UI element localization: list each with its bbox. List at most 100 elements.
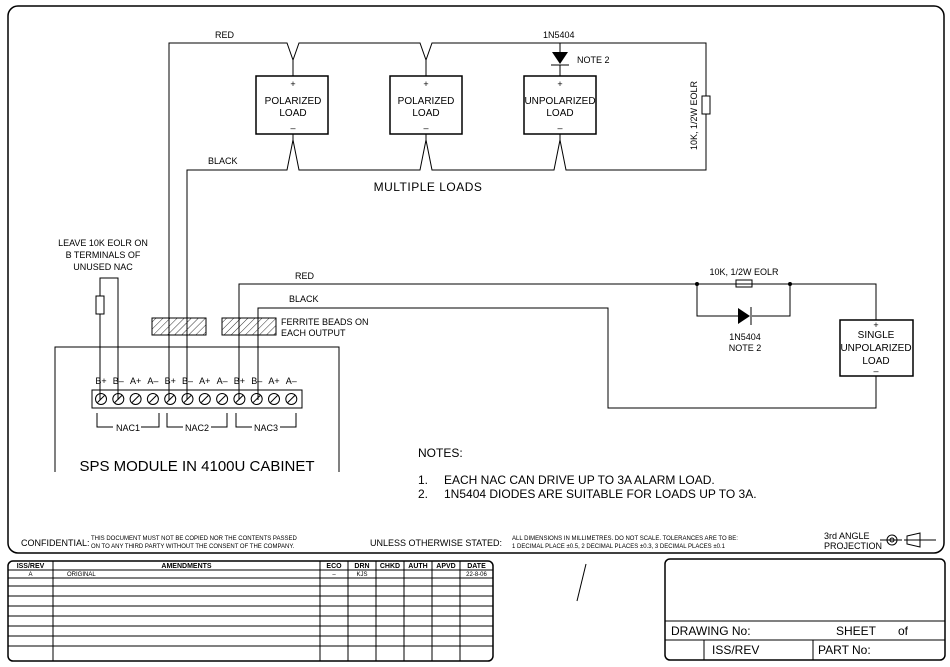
amendments-header-cell: DRN <box>354 563 369 570</box>
load3-line2: LOAD <box>546 108 573 119</box>
nac1-label: NAC1 <box>116 423 140 433</box>
top-eolr-resistor <box>701 95 711 115</box>
confidential-line2: ON TO ANY THIRD PARTY WITHOUT THE CONSEN… <box>91 544 295 550</box>
confidential-label: CONFIDENTIAL: <box>21 538 90 548</box>
module-title: SPS MODULE IN 4100U CABINET <box>79 458 314 475</box>
amendments-cell: – <box>332 572 336 578</box>
terminal-screw-icon <box>112 393 125 405</box>
terminal-screw-icon <box>268 393 280 405</box>
multiple-loads-caption: MULTIPLE LOADS <box>374 180 483 194</box>
part-no-label: PART No: <box>818 643 871 657</box>
load1-minus: – <box>290 123 295 133</box>
load1-line1: POLARIZED <box>265 96 322 107</box>
iss-rev-label: ISS/REV <box>712 643 759 657</box>
terminal-label: A– <box>147 376 158 386</box>
terminal-label: B– <box>251 376 262 386</box>
amendments-header-cell: APVD <box>436 563 455 570</box>
terminal-label: B+ <box>165 376 176 386</box>
load2-minus: – <box>423 123 428 133</box>
title-block-frame <box>664 558 946 661</box>
bottom-note-label: NOTE 2 <box>729 343 762 353</box>
of-label: of <box>898 624 909 638</box>
ferrite-note-line1: FERRITE BEADS ON <box>281 317 369 327</box>
load1-line2: LOAD <box>279 108 306 119</box>
top-diode-label: 1N5404 <box>543 30 575 40</box>
unused-nac-note: LEAVE 10K EOLR ON B TERMINALS OF UNUSED … <box>58 238 148 400</box>
amendments-cell: A <box>28 572 32 578</box>
single-load-plus: + <box>873 320 878 330</box>
load3-plus: + <box>557 79 562 89</box>
leave-note-line1: LEAVE 10K EOLR ON <box>58 238 148 248</box>
bottom-red-wire <box>238 283 877 400</box>
drawing-no-label: DRAWING No: <box>671 624 751 638</box>
terminal-screw-icon <box>146 393 159 405</box>
amendments-header-cell: CHKD <box>380 563 400 570</box>
load2-line1: POLARIZED <box>398 96 455 107</box>
bottom-diode-icon <box>738 308 750 324</box>
top-note-label: NOTE 2 <box>577 55 610 65</box>
top-eolr-label: 10K, 1/2W EOLR <box>689 80 699 150</box>
notes-heading: NOTES: <box>418 446 463 460</box>
terminal-screw-icon <box>233 393 246 405</box>
load1-plus: + <box>290 79 295 89</box>
terminal-strip <box>91 389 303 409</box>
amendments-frame <box>7 560 494 662</box>
ferrite-beads: FERRITE BEADS ON EACH OUTPUT <box>151 317 369 338</box>
dims-line1: ALL DIMENSIONS IN MILLIMETRES. DO NOT SC… <box>512 536 738 542</box>
terminal-label: A– <box>286 376 297 386</box>
amendments-header-cell: AUTH <box>408 563 427 570</box>
drawing-frame <box>7 5 945 554</box>
terminal-label: B+ <box>234 376 245 386</box>
nac3-label: NAC3 <box>254 423 278 433</box>
note1-text: EACH NAC CAN DRIVE UP TO 3A ALARM LOAD. <box>444 473 715 487</box>
terminal-label: A+ <box>130 376 141 386</box>
ferrite-bead-1 <box>151 317 207 336</box>
title-block: DRAWING No: SHEET of ISS/REV PART No: <box>664 558 946 661</box>
load2-plus: + <box>423 79 428 89</box>
terminal-screw-icon <box>285 393 298 405</box>
nac1-label-bg <box>113 422 141 432</box>
terminal-screw-icon <box>250 393 263 405</box>
module-outline <box>54 346 340 472</box>
projection-line2: PROJECTION <box>824 541 882 551</box>
load2-line2: LOAD <box>412 108 439 119</box>
top-red-wire <box>168 42 707 400</box>
unless-label: UNLESS OTHERWISE STATED: <box>370 538 502 548</box>
bottom-black-label: BLACK <box>289 294 319 304</box>
third-angle-projection-icon <box>880 532 936 548</box>
top-black-label: BLACK <box>208 156 238 166</box>
single-load-line2: UNPOLARIZED <box>840 343 911 354</box>
confidential-line1: THIS DOCUMENT MUST NOT BE COPIED NOR THE… <box>91 536 297 542</box>
single-load-line3: LOAD <box>862 356 889 367</box>
terminal-label: B+ <box>95 376 106 386</box>
bottom-eolr-resistor <box>735 279 753 288</box>
terminal-label: A+ <box>199 376 210 386</box>
bottom-diode-label: 1N5404 <box>729 332 761 342</box>
terminal-screw-icon <box>164 393 177 405</box>
note1-num: 1. <box>418 473 428 487</box>
bottom-black-wire <box>257 307 877 409</box>
top-black-wire <box>186 114 707 400</box>
terminal-labels: B+B–A+A–B+B–A+A–B+B–A+A– <box>95 376 296 386</box>
amendments-header-cell: ECO <box>326 563 342 570</box>
leave-note-line2: B TERMINALS OF <box>66 250 141 260</box>
top-diode-icon <box>552 52 568 64</box>
amendments-grid <box>8 561 493 661</box>
leave-note-line3: UNUSED NAC <box>73 262 133 272</box>
amendments-cell: KJS <box>356 572 367 578</box>
terminal-screw-icon <box>129 393 142 405</box>
amendments-cell: ORIGINAL <box>67 572 96 578</box>
terminal-label: B– <box>113 376 124 386</box>
terminal-label: A– <box>217 376 228 386</box>
single-load-box <box>839 319 914 377</box>
note2-num: 2. <box>418 487 428 501</box>
bottom-diode-wire-right <box>752 284 791 317</box>
nac3-label-bg <box>252 422 280 432</box>
sheet-label: SHEET <box>836 624 877 638</box>
dims-line2: 1 DECIMAL PLACE ±0.5, 2 DECIMAL PLACES ±… <box>512 544 726 550</box>
terminal-screw-icon <box>216 393 229 405</box>
